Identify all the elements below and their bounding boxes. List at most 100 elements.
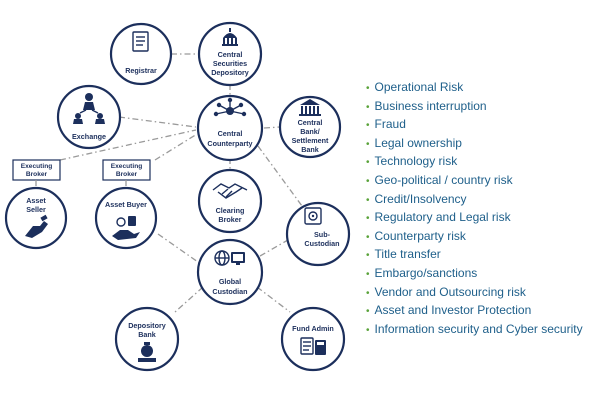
central-bank-label-line-3: Settlement — [292, 136, 329, 145]
csd-label-line-3: Depository — [211, 68, 249, 77]
depository-bank-label-line-1: Depository — [128, 321, 166, 330]
risk-list: •Operational Risk•Business interruption•… — [366, 79, 583, 339]
risk-item: • Legal ownership — [366, 135, 583, 154]
globe-monitor-icon — [214, 250, 245, 266]
asset-buyer-label: Asset Buyer — [105, 200, 147, 209]
bullet-icon: • — [366, 101, 370, 113]
bullet-icon: • — [366, 175, 370, 187]
bullet-icon: • — [366, 138, 370, 150]
risk-item-label: Counterparty risk — [374, 228, 466, 243]
fund-admin-label: Fund Admin — [292, 324, 334, 333]
central-bank-label-line-4: Bank — [301, 145, 319, 154]
connector-exchange-ccp — [118, 116, 197, 128]
sub-custodian-label-line-2: Custodian — [304, 239, 339, 248]
risk-item: • Operational Risk — [366, 79, 583, 98]
clearing-broker-label-line-1: Clearing — [216, 206, 245, 215]
risk-item-label: Vendor and Outsourcing risk — [374, 284, 526, 299]
risk-item-label: Regulatory and Legal risk — [374, 210, 511, 225]
risk-item: • Fraud — [366, 116, 583, 135]
capitol-building-icon — [222, 28, 238, 46]
asset-seller-label-line-2: Seller — [26, 205, 46, 214]
bullet-icon: • — [366, 231, 370, 243]
risk-item: • Counterparty risk — [366, 228, 583, 247]
node-sub-custodian[interactable]: Sub- Custodian — [285, 201, 351, 267]
bullet-icon: • — [366, 324, 370, 336]
ccp-label-line-2: Counterparty — [207, 139, 252, 148]
executing-broker-left-line-1: Executing — [21, 163, 53, 170]
risk-item: • Business interruption — [366, 98, 583, 117]
connector-global-subcustodian — [259, 239, 289, 257]
safe-icon — [304, 207, 322, 225]
global-custodian-label-line-2: Custodian — [212, 287, 247, 296]
risk-item: •Title transfer — [366, 246, 583, 265]
risk-item: •Geo-political / country risk — [366, 172, 583, 191]
risk-item-label: Embargo/sanctions — [374, 265, 478, 280]
bullet-icon: • — [366, 157, 370, 169]
registrar-label: Registrar — [125, 66, 157, 75]
global-custodian-label-line-1: Global — [219, 277, 241, 286]
risk-item: • Regulatory and Legal risk — [366, 209, 583, 228]
risk-item-label: Credit/Insolvency — [374, 191, 467, 206]
network-diagram: Registrar Central Securities Depository … — [4, 21, 351, 372]
csd-label-line-1: Central — [218, 50, 243, 59]
node-central-counterparty[interactable]: Central Counterparty — [196, 94, 264, 162]
connector-broker-left-ccp — [59, 129, 197, 161]
connector-ccp-subcustodian — [257, 145, 303, 207]
hand-money-icon — [112, 216, 140, 240]
risk-item: • Vendor and Outsourcing risk — [366, 284, 583, 303]
network-hub-icon — [213, 97, 247, 117]
node-central-bank[interactable]: Central Bank/ Settlement Bank — [278, 95, 342, 159]
asset-seller-label-line-1: Asset — [26, 196, 46, 205]
exchange-label: Exchange — [72, 132, 106, 141]
risk-item-label: Legal ownership — [374, 135, 462, 150]
node-central-securities-depository[interactable]: Central Securities Depository — [197, 21, 263, 87]
node-asset-seller[interactable]: Asset Seller — [4, 186, 68, 250]
central-bank-label-line-2: Bank/ — [300, 127, 320, 136]
node-clearing-broker[interactable]: Clearing Broker — [197, 168, 263, 234]
connector-global-depository — [174, 286, 204, 313]
node-asset-buyer[interactable]: Asset Buyer — [94, 186, 158, 250]
risk-item-label: Fraud — [374, 117, 406, 132]
risk-item-label: Business interruption — [374, 98, 487, 113]
risk-item: •Asset and Investor Protection — [366, 302, 583, 321]
risk-item: • Embargo/sanctions — [366, 265, 583, 284]
executing-broker-right-line-2: Broker — [116, 171, 138, 178]
bank-building-icon — [299, 99, 321, 116]
scroll-icon — [132, 31, 149, 52]
bullet-icon: • — [366, 268, 370, 280]
node-exchange[interactable]: Exchange — [56, 84, 122, 150]
risk-item-label: Operational Risk — [374, 80, 464, 94]
node-global-custodian[interactable]: Global Custodian — [196, 238, 264, 306]
depository-bank-label-line-2: Bank — [138, 330, 156, 339]
node-depository-bank[interactable]: Depository Bank — [114, 306, 180, 372]
money-bag-icon — [138, 342, 156, 362]
executing-broker-left-line-2: Broker — [26, 171, 48, 178]
connector-broker-right-ccp — [154, 133, 198, 161]
risk-item: • Information security and Cyber security — [366, 321, 583, 340]
connector-ccp-centralbank — [263, 126, 281, 129]
bullet-icon: • — [366, 83, 370, 94]
sub-custodian-label-line-1: Sub- — [314, 230, 331, 239]
csd-label-line-2: Securities — [213, 59, 247, 68]
connectors — [59, 53, 303, 313]
calculator-report-icon — [300, 337, 326, 355]
ccp-label-line-1: Central — [218, 129, 243, 138]
executing-broker-right[interactable]: Executing Broker — [102, 159, 151, 181]
risk-item-label: Asset and Investor Protection — [374, 303, 532, 318]
node-registrar[interactable]: Registrar — [109, 22, 173, 86]
people-network-icon — [73, 93, 105, 124]
executing-broker-right-line-1: Executing — [111, 163, 143, 170]
node-fund-admin[interactable]: Fund Admin — [280, 306, 346, 372]
central-bank-label-line-1: Central — [298, 118, 323, 127]
connector-buyer-global — [157, 233, 199, 263]
bullet-icon: • — [366, 120, 370, 132]
risk-item-label: Title transfer — [374, 247, 441, 262]
risk-item: •Technology risk — [366, 153, 583, 172]
bullet-icon: • — [366, 287, 370, 299]
risk-item: •Credit/Insolvency — [366, 191, 583, 210]
clearing-broker-label-line-2: Broker — [218, 215, 241, 224]
risk-item-label: Information security and Cyber security — [374, 321, 583, 336]
handshake-icon — [212, 183, 248, 199]
executing-broker-left[interactable]: Executing Broker — [12, 159, 61, 181]
bullet-icon: • — [366, 213, 370, 225]
